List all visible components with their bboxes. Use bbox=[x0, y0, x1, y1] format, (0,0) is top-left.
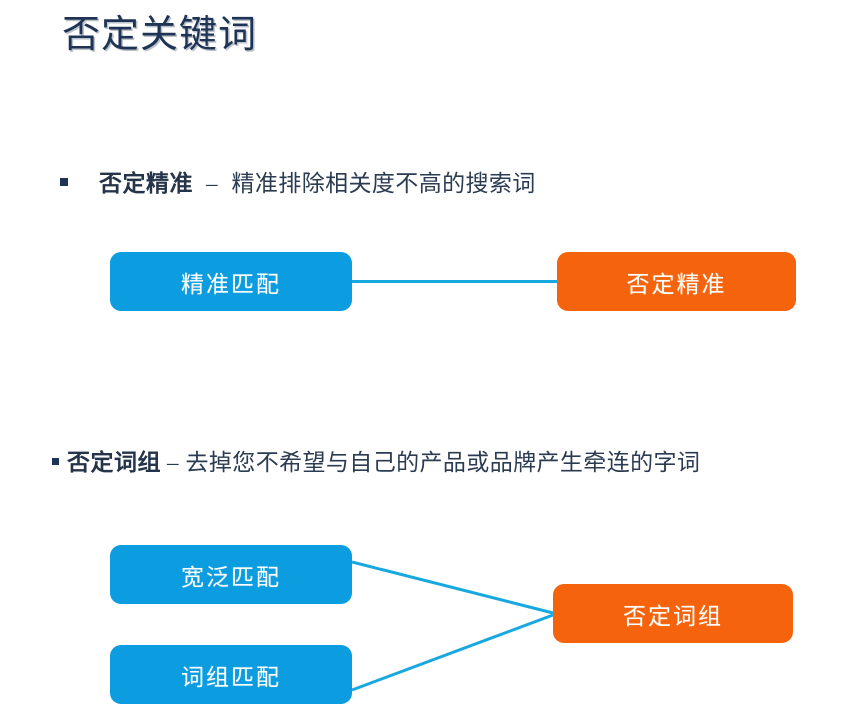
bullet-dash-separator: – bbox=[167, 450, 180, 475]
bullet-description-label: 精准排除相关度不高的搜索词 bbox=[231, 171, 536, 196]
bullet-dash-separator: – bbox=[206, 171, 219, 196]
node-negative-phrase[interactable]: 否定词组 bbox=[553, 584, 793, 643]
bullet-term-label: 否定精准 bbox=[99, 171, 193, 196]
square-bullet-icon bbox=[60, 178, 68, 186]
page-title: 否定关键词 bbox=[62, 14, 258, 56]
bullet-row-negative-phrase: 否定词组 – 去掉您不希望与自己的产品或品牌产生牵连的字词 bbox=[52, 447, 700, 479]
node-phrase-match[interactable]: 词组匹配 bbox=[110, 645, 352, 704]
bullet-description-label: 去掉您不希望与自己的产品或品牌产生牵连的字词 bbox=[185, 450, 701, 475]
connector-phrase-to-negative-phrase bbox=[351, 613, 554, 692]
bullet-row-negative-exact: 否定精准 – 精准排除相关度不高的搜索词 bbox=[60, 168, 536, 200]
bullet-term-label: 否定词组 bbox=[67, 450, 161, 475]
square-bullet-icon bbox=[52, 458, 59, 465]
connector-broad-to-negative-phrase bbox=[351, 560, 554, 615]
node-negative-exact[interactable]: 否定精准 bbox=[557, 252, 796, 311]
node-broad-match[interactable]: 宽泛匹配 bbox=[110, 545, 352, 604]
node-exact-match[interactable]: 精准匹配 bbox=[110, 252, 352, 311]
